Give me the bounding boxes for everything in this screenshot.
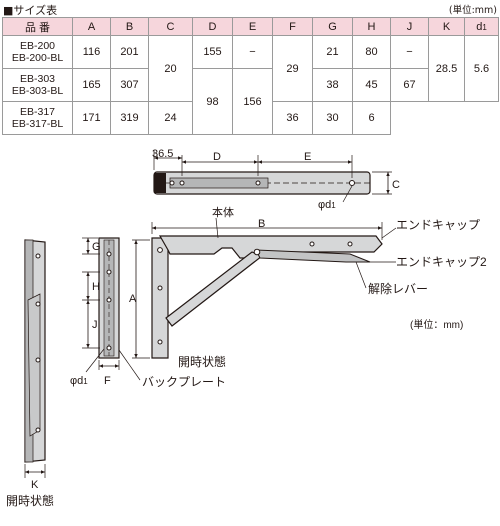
- cell-g: 21: [312, 35, 353, 69]
- section-title: ■サイズ表: [3, 4, 58, 17]
- release-lever-shape: [255, 249, 371, 263]
- dim-j: J: [92, 319, 98, 331]
- dim-a: A: [129, 293, 137, 305]
- header-f: F: [272, 17, 313, 36]
- dim-e: E: [304, 151, 311, 163]
- dim-h: H: [92, 281, 100, 293]
- unit-label-drawing: (単位：mm): [410, 318, 463, 331]
- front-view: A B 本体 エンドキャップ エンドキャップ2 解除レバー (単位：mm) 開時…: [129, 205, 487, 369]
- label-body: 本体: [212, 205, 234, 219]
- header-b: B: [110, 17, 149, 36]
- cell-c: 24: [148, 101, 193, 135]
- label-end-cap: エンドキャップ: [396, 218, 480, 232]
- dim-36-5: 36.5: [152, 148, 173, 160]
- dim-g: G: [92, 241, 101, 253]
- cell-k: 30: [312, 101, 353, 135]
- cell-f: 36: [272, 101, 313, 135]
- table-header-row: 品 番 A B C D E F G H J K d1: [2, 17, 499, 36]
- bracket-top-end: [154, 173, 166, 193]
- top-view: 36.5 D E C φd1: [152, 148, 400, 211]
- header-d: D: [192, 17, 233, 36]
- header-d1: d1: [464, 17, 499, 36]
- dim-phi-left: φd1: [70, 375, 88, 387]
- cell-d1-merged: 5.6: [464, 35, 499, 102]
- dim-b: B: [258, 218, 265, 230]
- label-back-plate: バックプレート: [142, 375, 226, 389]
- header-k: K: [428, 17, 465, 36]
- cell-a: 165: [72, 68, 111, 102]
- dim-phi-top: φd1: [318, 199, 336, 211]
- hole-top: [349, 180, 355, 186]
- cell-d: 155: [192, 35, 233, 69]
- cell-b: 319: [110, 101, 149, 135]
- cell-b: 201: [110, 35, 149, 69]
- header-c: C: [148, 17, 193, 36]
- cell-j: 67: [390, 68, 429, 102]
- dim-d: D: [213, 151, 221, 163]
- diagonal-brace: [165, 251, 264, 327]
- side-view: K 開時状態: [6, 239, 54, 508]
- bracket-horizontal-arm: [158, 235, 383, 259]
- back-plate-view: G H J F φd1 バックプレート: [70, 237, 226, 389]
- label-open-state-mid: 開時状態: [178, 354, 226, 369]
- cell-d-merged: 98: [192, 68, 233, 135]
- cell-g: 38: [312, 68, 353, 102]
- dim-f: F: [104, 375, 111, 387]
- cell-d1: 6: [352, 101, 391, 135]
- header-a: A: [72, 17, 111, 36]
- unit-label-top: (単位:mm): [448, 5, 497, 16]
- label-end-cap-2: エンドキャップ2: [396, 255, 487, 269]
- label-release-lever: 解除レバー: [368, 281, 428, 296]
- label-open-state-bottom: 開時状態: [6, 493, 54, 508]
- dim-k: K: [31, 479, 39, 491]
- cell-b: 307: [110, 68, 149, 102]
- cell-h: 45: [352, 68, 391, 102]
- cell-a: 171: [72, 101, 111, 135]
- dim-c: C: [392, 179, 400, 191]
